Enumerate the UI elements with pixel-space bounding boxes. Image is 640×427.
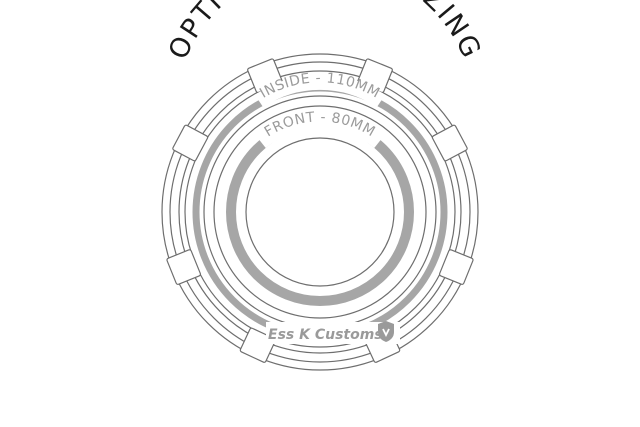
brand-watermark: Ess K Customs <box>266 321 400 344</box>
housing-ring-7 <box>213 105 427 319</box>
mounting-tab <box>431 124 468 162</box>
inside-halo-label-bg <box>254 74 386 108</box>
shield-emblem-icon <box>378 321 394 342</box>
mounting-tab <box>439 249 474 285</box>
housing-ring-3 <box>178 70 462 354</box>
housing-inner-ring <box>245 137 395 287</box>
halo-ring-front-80mm <box>226 118 414 306</box>
mounting-tab <box>166 249 201 285</box>
housing-ring-6 <box>203 95 437 329</box>
housing-outer-ring <box>161 53 479 371</box>
brand-text: Ess K Customs <box>268 327 383 343</box>
mounting-tab <box>172 124 209 162</box>
headlight-housing <box>161 53 479 371</box>
front-halo-label-bg <box>256 113 384 148</box>
housing-ring-2 <box>169 61 471 363</box>
mounting-tabs <box>166 58 474 363</box>
